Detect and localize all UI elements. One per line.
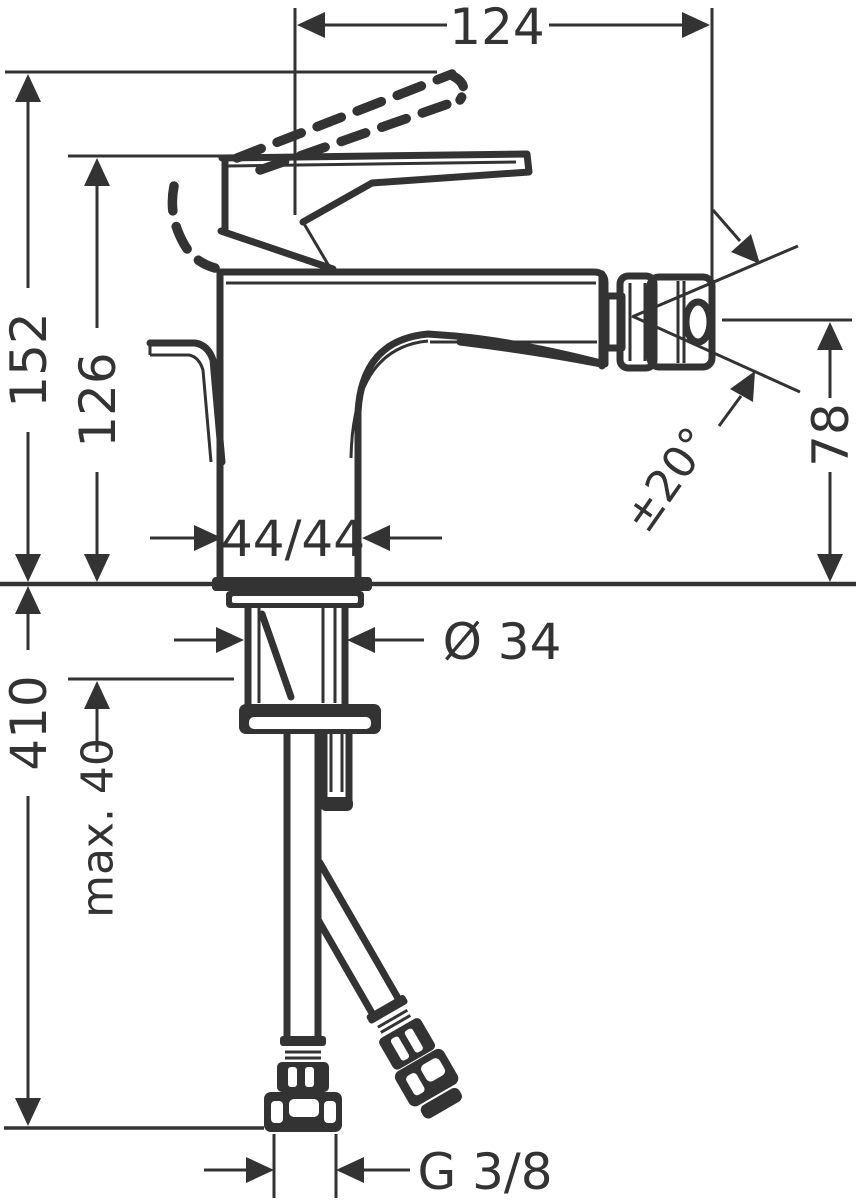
dim-44-44-label: 44/44 [221,510,365,568]
arrowhead-left-icon [362,525,390,551]
nut-slot [324,1101,336,1123]
dashed-lever-bottom [255,94,467,175]
hose-wall [316,858,403,1003]
hose-ring [377,1008,409,1029]
nut-slot [406,1073,425,1096]
lever-handle [217,150,533,273]
dim-connection-thread: G 3/8 [204,1134,553,1200]
nut-slot [421,1058,446,1082]
arrowhead-down-icon [15,554,41,582]
arrowhead-right-icon [194,525,222,551]
braid-slot [404,1028,423,1053]
dim-410-label: 410 [0,675,58,770]
hose-band [280,1036,326,1046]
hose-band [366,995,408,1024]
dim-152-label: 152 [0,312,58,407]
dim-height-to-lever: 126 [68,154,222,582]
dim-handle-projection: 124 [293,0,714,285]
arrowhead-left-icon [297,12,325,38]
lever-arm [218,150,533,187]
arrowhead-up-icon [15,586,41,614]
dim-124-label: 124 [449,0,544,56]
hose-braid-block [379,1018,436,1070]
hose-ring [380,1014,412,1034]
under-counter-assembly [212,577,381,1132]
washer-slot [232,596,358,603]
arrowhead-down-icon [817,554,843,582]
dim-78-label: 78 [802,403,856,467]
arrowhead-down-icon [15,1098,41,1126]
swivel-arrow-tail [717,395,743,427]
swivel-angle-label: ±20° [614,418,722,541]
aerator-body [646,273,716,371]
aerator-assembly [602,272,716,372]
body-curve-inner-line [349,339,429,459]
vertical-pipe-body [285,734,320,1040]
aerator-ring [616,272,658,372]
spout-lower-sweep [456,338,605,368]
braid-slot [288,1067,297,1087]
dim-body-footprint: 44/44 [150,510,442,568]
dim-hose-length: 410 [0,586,58,1126]
mounting-plate-slot [249,717,371,729]
dim-max40-label: max. 40 [73,738,124,918]
hose-end-ring [420,1087,462,1119]
shank-thread-line [258,610,295,701]
lever-front-inner-line [301,221,331,267]
faucet-body [146,268,609,588]
side-hook-outer [146,339,226,466]
arrowhead-up-icon [15,74,41,102]
side-hook-inner [150,353,213,463]
swivel-arrow-tail [711,209,742,242]
swivel-line-up [633,244,799,318]
dim-126-label: 126 [69,352,127,447]
arrowhead-left-icon [347,627,375,653]
dim-d34-label: Ø 34 [443,613,562,671]
swivel-arrowhead-icon [730,371,755,402]
dim-shank-diameter: Ø 34 [174,613,561,671]
arrowhead-right-icon [682,12,710,38]
lever-raised-position-dashed [167,69,469,273]
hose-braid-block [277,1062,329,1092]
arrowhead-up-icon [84,681,110,709]
arrowhead-right-icon [246,1157,274,1183]
body-base-bar [212,577,372,591]
lever-front-edge [299,179,376,226]
dim-outlet-height: 78 [722,318,856,582]
swivel-line-down [631,314,801,394]
swivel-arrowhead-icon [731,234,760,264]
stub-cap [320,797,353,811]
arrowhead-left-icon [336,1157,364,1183]
arrowhead-up-icon [84,158,110,186]
arrowhead-down-icon [84,554,110,582]
arrowhead-right-icon [216,627,244,653]
dashed-lever-top [232,69,457,163]
swivel-range-indicator: ±20° [614,209,801,542]
braid-slot [305,1067,314,1087]
arrowhead-up-icon [817,322,843,350]
dashed-lever-heel [167,181,220,273]
nut-slot [289,1099,319,1117]
dim-max-mounting-thickness: max. 40 [68,677,234,918]
braid-slot [390,1036,410,1061]
nut-slot [271,1101,283,1123]
dim-g38-label: G 3/8 [417,1143,552,1200]
outlet-ellipse [682,298,714,346]
dim-overall-height: 152 [0,70,437,582]
dashed-lever-tip [448,71,469,105]
lever-heel-edge [217,227,337,273]
shank-body [246,608,347,704]
